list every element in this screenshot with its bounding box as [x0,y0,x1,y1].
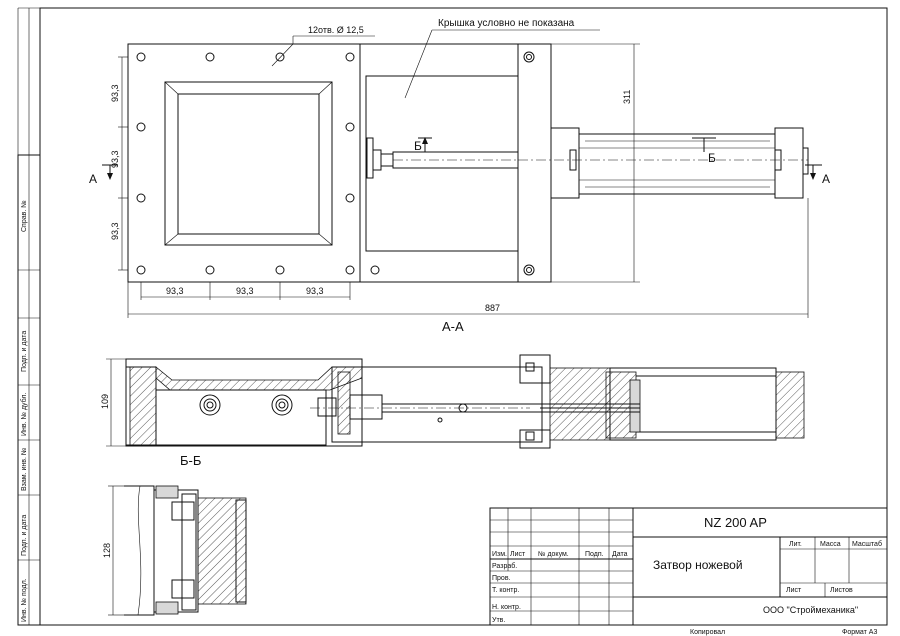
tb-col-list: Лист [510,551,526,558]
dim-horizontal-2: 93,3 [236,286,254,296]
tb-row-tkontr: Т. контр. [492,587,519,594]
section-bb-height: 128 [102,543,112,558]
strip-label-dup: Инв. № дубл. [20,393,28,436]
tb-sheet: Лист [786,587,802,594]
section-marker-b-left: Б [414,139,422,153]
tb-lit: Лит. [789,541,802,548]
tb-row-razrab: Разраб. [492,562,517,570]
tb-col-date: Дата [612,551,628,558]
dim-vertical-1: 93,3 [110,84,120,102]
section-bb: Б-Б 128 [102,453,247,616]
strip-label-sign-1: Подп. и дата [21,331,28,372]
tb-col-sign: Подп. [585,551,604,558]
cover-note: Крышка условно не показана [438,18,575,29]
footer-copied: Копировал [690,629,725,636]
section-marker-b-right: Б [708,151,716,165]
tb-designation: NZ 200 AP [704,515,767,530]
tb-row-utv: Утв. [492,617,505,624]
section-aa: А-А [100,319,805,449]
tb-row-prov: Пров. [492,575,511,582]
left-strip-labels: Справ. № Подп. и дата Инв. № дубл. Взам.… [20,200,28,622]
strip-label-ref: Справ. № [21,200,28,232]
section-aa-height: 109 [100,394,110,409]
tb-col-izm: Изм. [492,551,507,558]
tb-sheets: Листов [830,587,853,594]
tb-name: Затвор ножевой [653,558,743,572]
section-marker-a-right: А [822,172,830,186]
holes-callout: 12отв. Ø 12,5 [308,25,364,35]
section-marker-a-left: А [89,172,97,186]
title-block: NZ 200 AP Затвор ножевой ООО "Строймехан… [489,507,888,626]
strip-label-sign-2: Подп. и дата [21,515,28,556]
dim-overall-height: 311 [622,90,632,104]
section-bb-title: Б-Б [180,453,201,468]
drawing-frame [17,7,888,626]
tb-scale: Масштаб [852,540,882,548]
dim-horizontal-1: 93,3 [166,286,184,296]
tb-mass: Масса [820,541,841,548]
section-aa-title: А-А [442,319,464,334]
strip-label-orig: Инв. № подл. [21,578,28,622]
strip-label-replace: Взам. инв. № [21,448,28,491]
tb-col-doc: № докум. [538,551,569,558]
footer-format: Формат А3 [842,629,877,636]
flange-holes [136,51,535,276]
top-view: А А Б Б 12отв. Ø 12,5 Крышка условно не … [89,18,830,318]
dim-vertical-3: 93,3 [110,222,120,240]
tb-row-nkontr: Н. контр. [492,604,521,611]
tb-company: ООО "Строймеханика" [763,605,858,615]
dim-overall-length: 887 [485,303,500,313]
dim-vertical-2: 93,3 [110,150,120,168]
dim-horizontal-3: 93,3 [306,286,324,296]
